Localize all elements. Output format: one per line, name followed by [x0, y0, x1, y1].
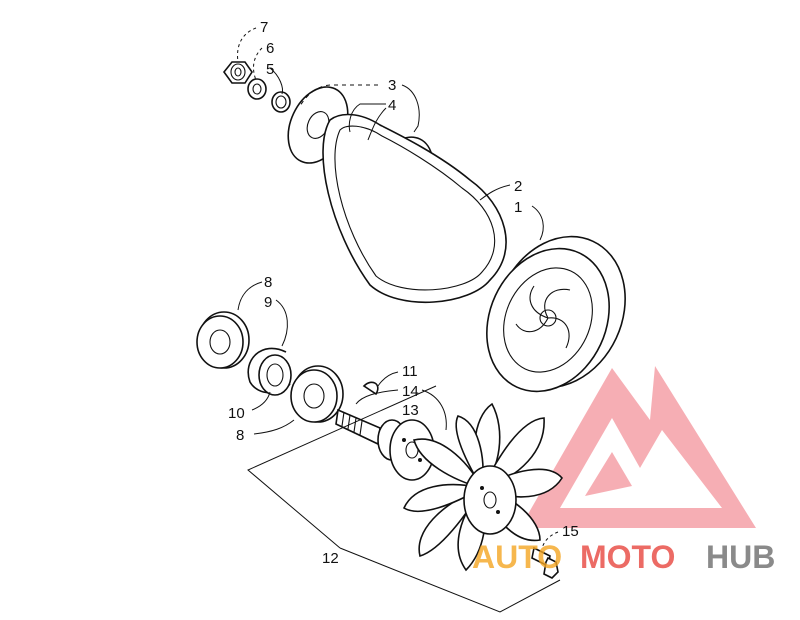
- callout-2: 2: [514, 178, 522, 195]
- drive-belt-part-2: [322, 113, 507, 303]
- bolt-part-15: [531, 546, 559, 579]
- callout-6: 6: [266, 40, 274, 57]
- callout-13: 13: [402, 402, 419, 419]
- watermark-moto: MOTO: [580, 539, 675, 575]
- ring-part-9: [258, 354, 292, 396]
- lower-pulley-part-1: [486, 235, 626, 393]
- callout-10: 10: [228, 405, 245, 422]
- watermark-text: AUTO MOTO HUB: [472, 539, 775, 575]
- callout-8-lower: 8: [236, 427, 244, 444]
- callout-9: 9: [264, 294, 272, 311]
- bearing-part-8-upper: [196, 311, 250, 369]
- callout-8-upper: 8: [264, 274, 272, 291]
- callout-4: 4: [388, 97, 396, 114]
- callout-3: 3: [388, 77, 396, 94]
- callout-5: 5: [266, 61, 274, 78]
- callout-15: 15: [562, 523, 579, 540]
- fan-part-12: [402, 402, 563, 572]
- bearing-part-8-lower: [290, 365, 344, 423]
- callout-1: 1: [514, 199, 522, 216]
- watermark-auto: AUTO: [472, 539, 562, 575]
- key-part-11: [362, 381, 379, 396]
- callout-14: 14: [402, 383, 419, 400]
- nut-part-7: [222, 61, 253, 84]
- callout-labels: 7 6 5 3 4 2 1 8 9 10 8 11 14 13 12 15: [228, 19, 579, 567]
- watermark-logo: [520, 366, 756, 528]
- callout-11: 11: [402, 363, 418, 380]
- leader-lines: [237, 27, 561, 613]
- callout-12: 12: [322, 550, 339, 567]
- callout-7: 7: [260, 19, 268, 36]
- watermark-hub: HUB: [706, 539, 775, 575]
- washer-part-5: [271, 91, 291, 113]
- lock-washer-part-6: [247, 78, 267, 100]
